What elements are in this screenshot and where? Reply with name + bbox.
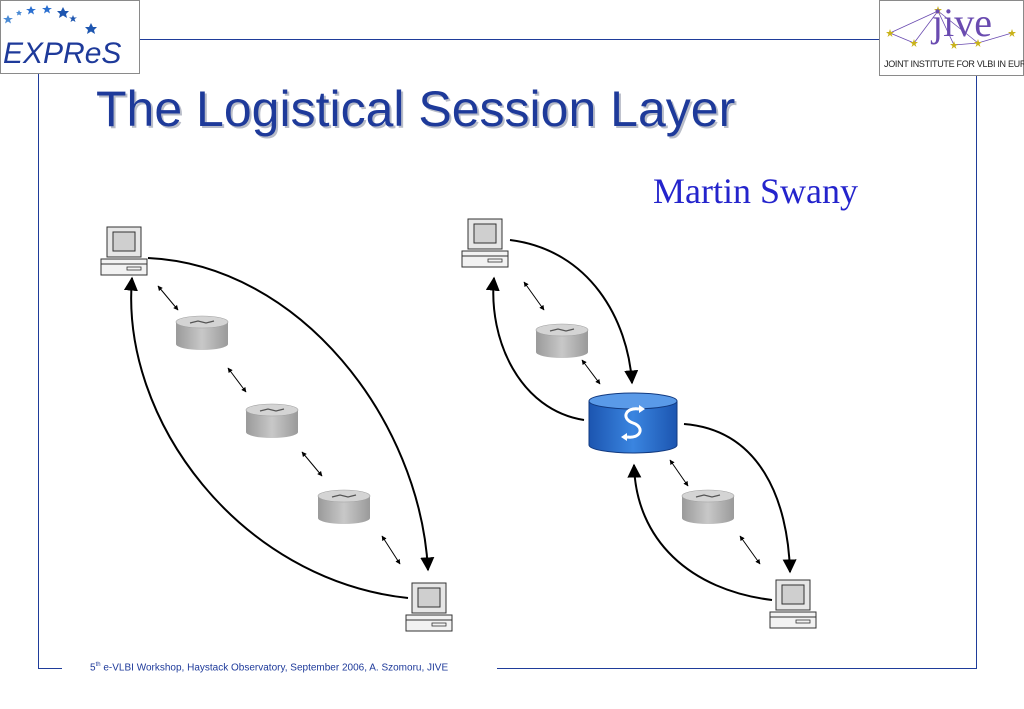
left-link-3 — [301, 451, 323, 477]
slide-author: Martin Swany — [653, 171, 858, 211]
left-forward-arrow — [147, 257, 435, 572]
right-link-4 — [739, 535, 761, 565]
jive-subtitle: JOINT INSTITUTE FOR VLBI IN EUROPE — [884, 59, 1024, 69]
frame-top-line — [140, 39, 879, 40]
right-top-return-arrow — [485, 276, 585, 421]
left-network — [100, 226, 453, 632]
frame-right-line — [976, 76, 977, 668]
slide-footer: 5th e-VLBI Workshop, Haystack Observator… — [90, 662, 448, 673]
expres-logo: EXPReS — [0, 0, 140, 74]
right-router-1-icon — [535, 323, 589, 359]
left-router-1-icon — [175, 315, 229, 351]
slide-title: The Logistical Session Layer — [96, 81, 736, 137]
expres-wordmark: EXPReS — [3, 37, 122, 70]
right-bottom-computer-icon — [769, 579, 817, 629]
depot-storage-icon — [588, 392, 678, 454]
right-top-computer-icon — [461, 218, 509, 268]
footer-ordinal: 5 — [90, 662, 96, 674]
right-link-1 — [523, 281, 545, 311]
right-bottom-return-arrow — [627, 463, 773, 601]
left-bottom-computer-icon — [405, 582, 453, 632]
right-bottom-forward-arrow — [683, 423, 797, 574]
jive-logo: jive JOINT INSTITUTE FOR VLBI IN EUROPE — [879, 0, 1024, 76]
right-link-3 — [669, 459, 689, 487]
right-router-2-icon — [681, 489, 735, 525]
frame-bottom-right-line — [497, 668, 977, 669]
jive-wordmark: jive — [932, 0, 992, 45]
right-top-forward-arrow — [509, 239, 639, 385]
left-link-1 — [157, 285, 179, 311]
left-router-3-icon — [317, 489, 371, 525]
right-network — [461, 218, 817, 629]
right-link-2 — [581, 359, 601, 385]
left-return-arrow — [123, 276, 409, 599]
left-link-2 — [227, 367, 247, 393]
footer-text: e-VLBI Workshop, Haystack Observatory, S… — [100, 662, 449, 674]
stars-icon — [3, 5, 97, 34]
frame-bottom-left-line — [38, 668, 62, 669]
frame-left-line — [38, 74, 39, 668]
left-router-2-icon — [245, 403, 299, 439]
constellation-icon — [886, 6, 1016, 49]
left-link-4 — [381, 535, 401, 565]
footer-ordinal-suffix: th — [95, 662, 101, 668]
left-top-computer-icon — [100, 226, 148, 276]
